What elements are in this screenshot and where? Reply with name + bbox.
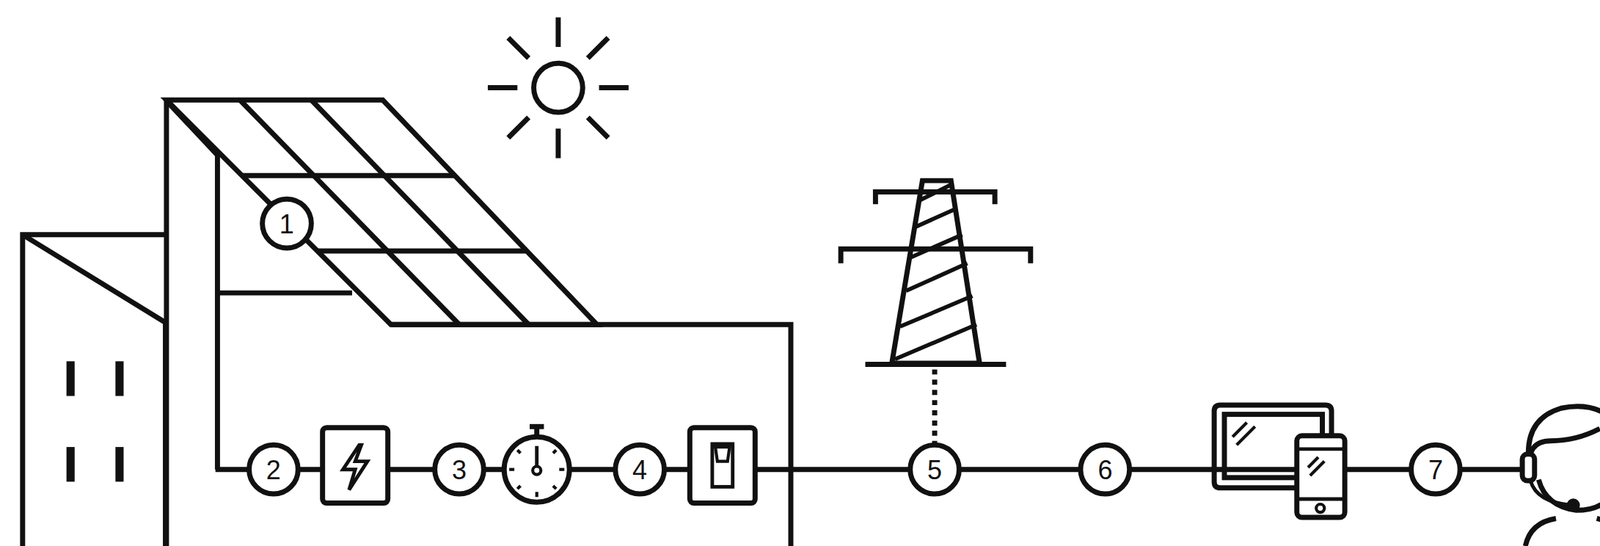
callout-number: 6 [1097, 457, 1113, 484]
callout-number: 2 [266, 457, 281, 484]
callout-number: 3 [451, 457, 467, 484]
main-building [166, 99, 791, 546]
callout-circles [249, 198, 1461, 494]
devices-icon [1214, 404, 1345, 518]
callout-number: 4 [632, 457, 648, 484]
side-building [22, 234, 166, 546]
switch-icon [689, 427, 755, 504]
power-pylon [840, 180, 1031, 445]
callout-number: 5 [927, 457, 942, 484]
callout-number: 1 [279, 211, 295, 238]
inverter-icon [322, 427, 389, 504]
support-person [1522, 406, 1600, 546]
meter-icon [503, 426, 570, 502]
sun-icon [487, 17, 629, 159]
solar-panel [166, 99, 598, 325]
callout-number: 7 [1428, 457, 1444, 484]
